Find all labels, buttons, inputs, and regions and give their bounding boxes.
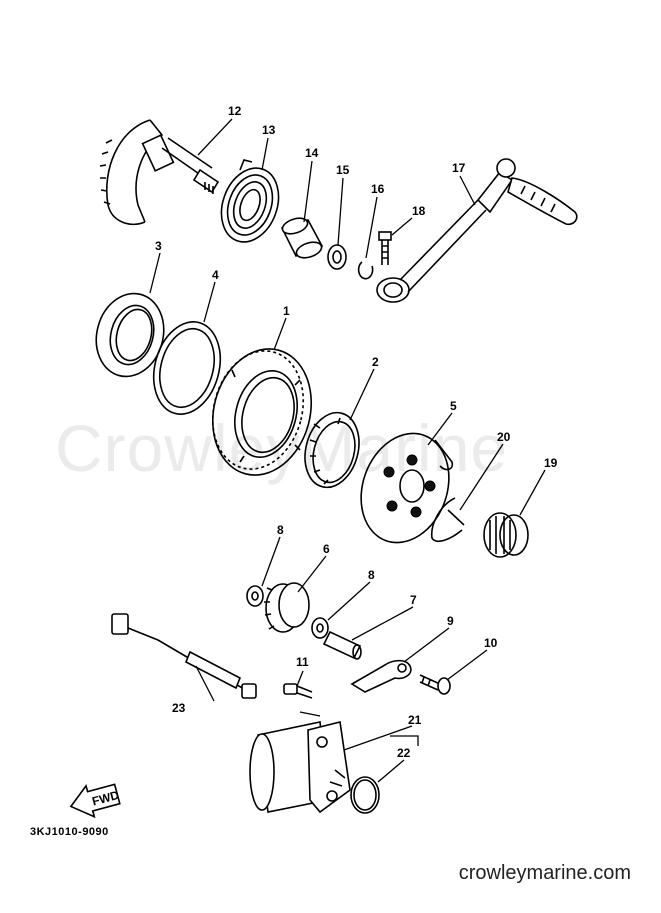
callout-23: 23 [172,701,186,715]
callout-16: 16 [371,182,385,196]
callout-18: 18 [412,204,426,218]
part-gasket-4 [152,321,222,415]
part-circlip-16 [357,261,374,280]
part-bushing [280,217,324,259]
part-oring-22 [350,776,380,814]
callout-8b: 8 [368,568,375,582]
part-bolt-18 [378,231,392,265]
callout-13: 13 [262,123,276,137]
part-spring [220,159,280,243]
leader-lines [149,118,546,783]
diagram-code: 3KJ1010-9090 [30,826,109,838]
part-washer-8a [246,585,264,607]
callout-20: 20 [497,430,511,444]
fwd-label: FWD [91,788,121,809]
part-screw-10 [419,674,451,695]
callout-7: 7 [410,593,417,607]
callout-5: 5 [450,399,457,413]
callout-19: 19 [544,456,558,470]
callout-4: 4 [212,268,219,282]
part-clip-20 [430,497,465,542]
part-washer-8b [311,617,329,639]
part-kick-shaft [99,119,220,226]
callout-3: 3 [155,239,162,253]
part-idle-gear-19 [483,512,529,558]
callout-6: 6 [323,542,330,556]
callout-2: 2 [372,355,379,369]
callout-labels: 12 13 14 15 16 17 18 3 4 1 2 5 20 19 8 6… [155,104,558,760]
callout-22: 22 [397,746,411,760]
callout-15: 15 [336,163,350,177]
callout-8a: 8 [277,523,284,537]
callout-12: 12 [228,104,242,118]
callout-9: 9 [447,614,454,628]
part-bearing-2 [304,411,360,489]
part-clutch-gear-1 [211,348,313,476]
callout-14: 14 [305,146,319,160]
fwd-arrow-icon: FWD [69,783,121,819]
callout-11: 11 [296,655,309,669]
part-washer-15 [327,244,347,270]
part-bolt-11 [283,683,313,699]
website-link[interactable]: crowleymarine.com [458,862,631,884]
part-shaft-7 [322,630,362,660]
part-gear-6 [264,582,310,633]
part-clutch-5 [360,432,454,544]
callout-17: 17 [452,161,466,175]
part-wire-lead-23 [111,613,257,699]
callout-10: 10 [484,636,498,650]
part-plate-9 [350,659,412,693]
part-kick-lever [376,158,578,303]
part-starter-motor-21 [249,721,351,814]
callout-21: 21 [408,713,422,727]
callout-1: 1 [283,304,290,318]
